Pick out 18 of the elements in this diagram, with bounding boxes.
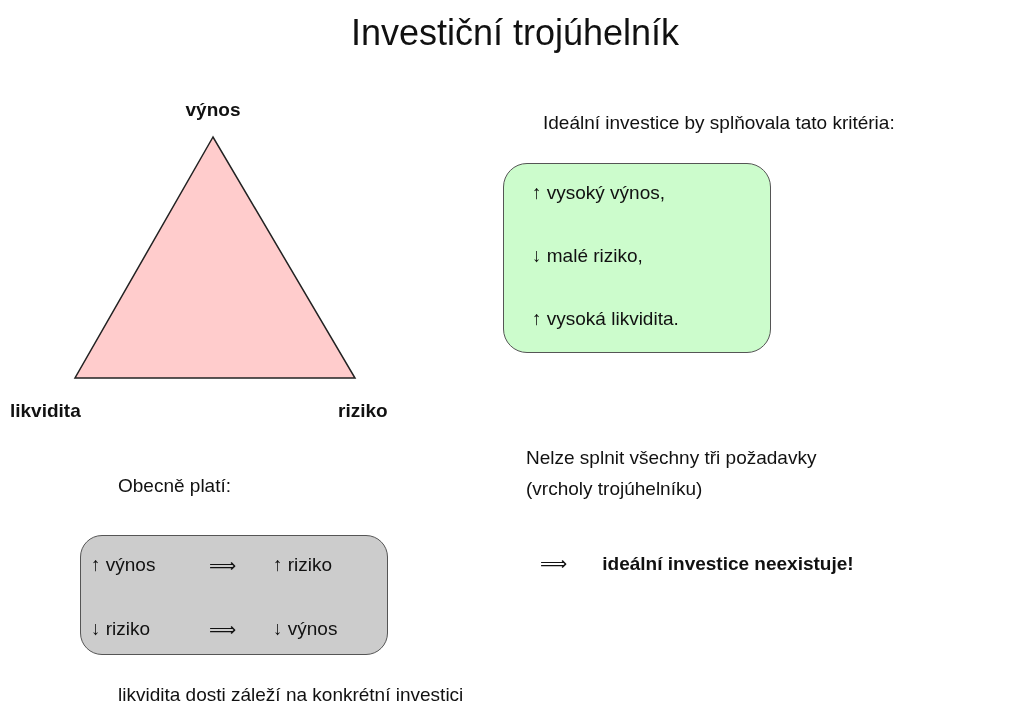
title: Investiční trojúhelník: [349, 12, 681, 54]
criterion-text: ↓ malé riziko,: [532, 245, 643, 267]
rule-text: ↑ výnos: [91, 554, 156, 576]
vertex-label: výnos: [184, 99, 242, 121]
heading: Obecně platí:: [118, 475, 232, 497]
note-text: Nelze splnit všechny tři požadavky (vrcholy trojúhelníku): [526, 446, 818, 501]
rule-text: ↓ výnos: [273, 618, 338, 640]
rule-text: ↑ riziko: [273, 554, 333, 576]
implication-symbol: ⟹: [209, 554, 236, 577]
vertex-label: likvidita: [10, 400, 81, 422]
vertex-label: riziko: [338, 400, 388, 422]
rule-text: ↓ riziko: [91, 618, 151, 640]
implication-symbol: ⟹: [209, 618, 236, 641]
criterion-text: ↑ vysoký výnos,: [532, 182, 666, 204]
note-text: likvidita dosti záleží na konkrétní investici: [118, 684, 464, 706]
note-text: ⟹ ideální investice neexistuje!: [540, 552, 854, 575]
heading: Ideální investice by splňovala tato kritéria:: [543, 112, 895, 134]
criterion-text: ↑ vysoká likvidita.: [532, 308, 679, 330]
